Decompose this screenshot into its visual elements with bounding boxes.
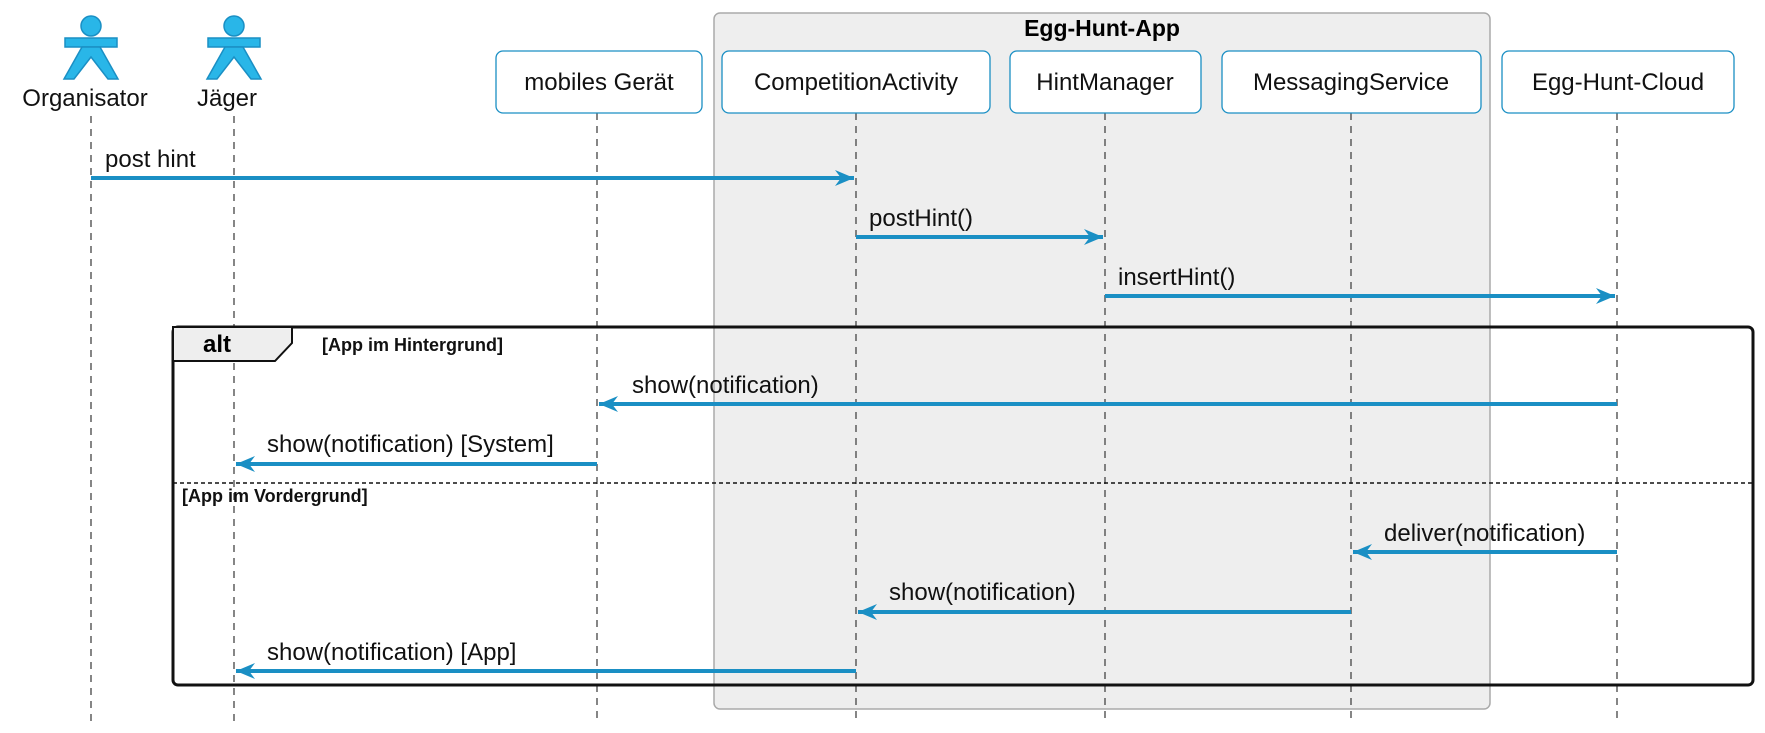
group-title: Egg-Hunt-App bbox=[1024, 15, 1180, 41]
participant-label: Egg-Hunt-Cloud bbox=[1532, 69, 1704, 96]
participant-egg-hunt-cloud: Egg-Hunt-Cloud bbox=[1501, 50, 1735, 114]
actor-label: Organisator bbox=[22, 85, 147, 112]
message-label: show(notification) bbox=[889, 579, 1076, 606]
message-label: show(notification) [System] bbox=[267, 431, 554, 458]
message-show-notification-system: show(notification) [System] bbox=[236, 431, 597, 472]
alt-guard-1: [App im Hintergrund] bbox=[322, 335, 503, 355]
message-show-notification-competition: show(notification) bbox=[858, 579, 1351, 620]
participant-hint-manager: HintManager bbox=[1009, 50, 1202, 114]
participant-label: CompetitionActivity bbox=[754, 69, 958, 96]
participant-label: HintManager bbox=[1036, 69, 1173, 96]
alt-fragment: alt [App im Hintergrund] [App im Vorderg… bbox=[171, 325, 1755, 687]
participant-messaging-service: MessagingService bbox=[1221, 50, 1482, 114]
actor-organisator: Organisator bbox=[22, 15, 148, 112]
lifelines bbox=[90, 113, 1618, 722]
message-insert-hint: insertHint() bbox=[1105, 264, 1615, 304]
message-label: post hint bbox=[105, 146, 196, 173]
message-label: deliver(notification) bbox=[1384, 520, 1585, 547]
message-show-notification-app: show(notification) [App] bbox=[236, 639, 856, 679]
actor-figure-icon bbox=[205, 15, 263, 80]
message-label: postHint() bbox=[869, 205, 973, 232]
alt-fragment-frame bbox=[171, 325, 1755, 687]
alt-operator-tab bbox=[172, 326, 293, 362]
message-post-hint: post hint bbox=[91, 146, 854, 186]
actor-label: Jäger bbox=[197, 85, 257, 112]
message-label: show(notification) bbox=[632, 372, 819, 399]
alt-guard-2: [App im Vordergrund] bbox=[182, 486, 368, 506]
alt-operator-label: alt bbox=[203, 331, 231, 358]
actor-figure-icon bbox=[62, 15, 120, 80]
actor-jaeger: Jäger bbox=[197, 15, 263, 112]
participant-mobiles-geraet: mobiles Gerät bbox=[495, 50, 703, 114]
participant-competition-activity: CompetitionActivity bbox=[721, 50, 991, 114]
egg-hunt-app-group-box bbox=[713, 12, 1491, 710]
message-show-notification-geraet: show(notification) bbox=[599, 372, 1617, 412]
message-deliver-notification: deliver(notification) bbox=[1353, 520, 1617, 560]
participant-label: mobiles Gerät bbox=[524, 69, 674, 96]
message-label: insertHint() bbox=[1118, 264, 1235, 291]
message-label: show(notification) [App] bbox=[267, 639, 516, 666]
message-post-hint-call: postHint() bbox=[856, 205, 1103, 245]
participant-label: MessagingService bbox=[1253, 69, 1449, 96]
